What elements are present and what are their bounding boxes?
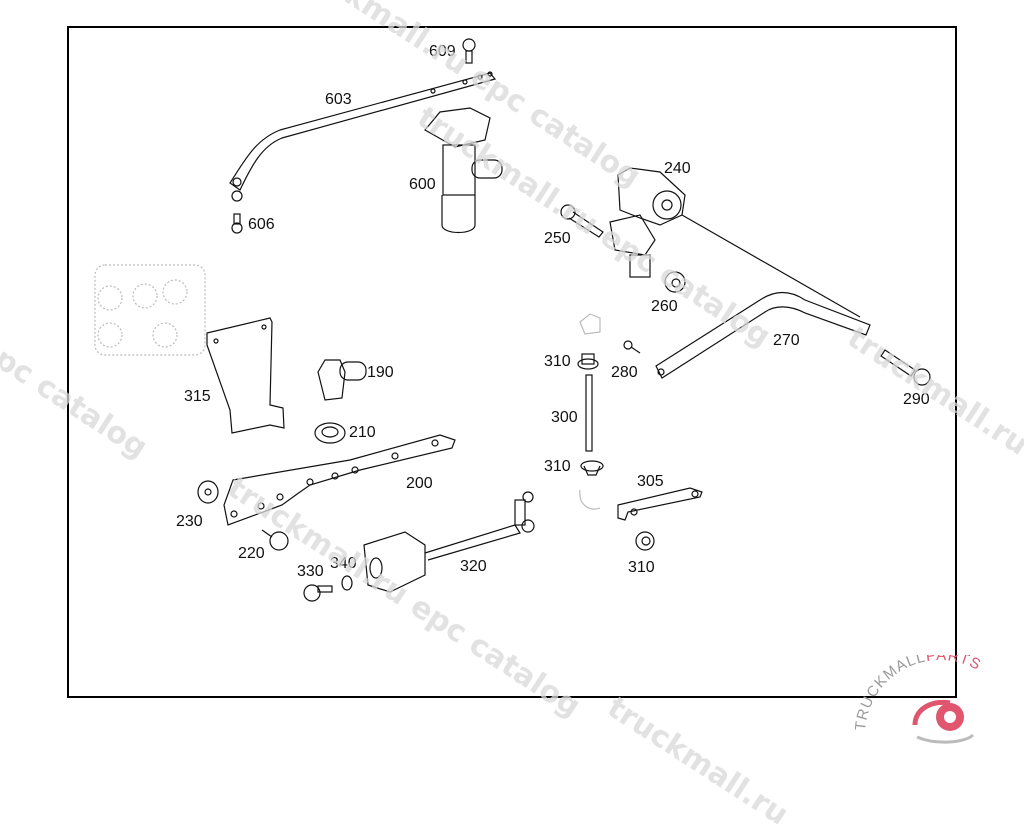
part-260-nut[interactable] bbox=[664, 271, 686, 293]
part-305-bracket[interactable] bbox=[617, 487, 703, 521]
label-200: 200 bbox=[406, 475, 433, 492]
part-310-nut-lower[interactable] bbox=[635, 531, 655, 551]
part-220-bolt[interactable] bbox=[261, 529, 289, 551]
part-200-support-bracket[interactable] bbox=[223, 434, 456, 526]
label-290: 290 bbox=[903, 391, 930, 408]
part-606-ball-stud[interactable] bbox=[231, 190, 243, 234]
label-300: 300 bbox=[551, 409, 578, 426]
label-190: 190 bbox=[367, 364, 394, 381]
part-290-bolt[interactable] bbox=[880, 349, 931, 386]
label-310-lower: 310 bbox=[628, 559, 655, 576]
label-603: 603 bbox=[325, 91, 352, 108]
label-310-middle: 310 bbox=[544, 458, 571, 475]
part-210-nut[interactable] bbox=[314, 422, 346, 444]
label-305: 305 bbox=[637, 473, 664, 490]
label-270: 270 bbox=[773, 332, 800, 349]
part-300-threaded-rod[interactable] bbox=[585, 374, 593, 452]
part-ghost-valve-block bbox=[94, 264, 206, 356]
callout-labels: 609 603 600 606 240 250 260 270 290 280 … bbox=[176, 43, 930, 580]
label-260: 260 bbox=[651, 298, 678, 315]
part-603-lever-arm[interactable] bbox=[229, 71, 497, 191]
label-600: 600 bbox=[409, 176, 436, 193]
gear-icon bbox=[912, 699, 975, 744]
diagram-frame bbox=[67, 26, 957, 698]
svg-text:TRUCKMALLPARTS: TRUCKMALLPARTS bbox=[855, 655, 984, 732]
part-600-valve[interactable] bbox=[424, 107, 503, 234]
label-280: 280 bbox=[611, 364, 638, 381]
label-320: 320 bbox=[460, 558, 487, 575]
label-606: 606 bbox=[248, 216, 275, 233]
parts-drawing: 609 603 600 606 240 250 260 270 290 280 … bbox=[94, 38, 931, 602]
part-280-screw[interactable] bbox=[623, 340, 641, 354]
label-315: 315 bbox=[184, 388, 211, 405]
part-240-valve-body[interactable] bbox=[609, 167, 686, 278]
part-250-bolt[interactable] bbox=[560, 204, 604, 238]
part-330-bolt[interactable] bbox=[303, 584, 333, 602]
label-240: 240 bbox=[664, 160, 691, 177]
part-310-nut-upper[interactable] bbox=[577, 313, 601, 370]
label-310-upper: 310 bbox=[544, 353, 571, 370]
part-340-washer[interactable] bbox=[341, 575, 353, 591]
label-230: 230 bbox=[176, 513, 203, 530]
logo-text-accent: PARTS bbox=[925, 655, 984, 674]
part-230-bushing[interactable] bbox=[197, 480, 219, 504]
label-340: 340 bbox=[330, 555, 357, 572]
part-609-bolt[interactable] bbox=[462, 38, 476, 64]
part-315-mounting-bracket[interactable] bbox=[206, 317, 285, 434]
label-330: 330 bbox=[297, 563, 324, 580]
part-190-connector[interactable] bbox=[317, 359, 367, 401]
truckmallparts-logo: TRUCKMALLPARTS bbox=[855, 655, 984, 744]
label-220: 220 bbox=[238, 545, 265, 562]
label-609: 609 bbox=[429, 43, 456, 60]
label-250: 250 bbox=[544, 230, 571, 247]
part-310-nut-middle[interactable] bbox=[579, 460, 604, 510]
part-270-linkage-arm[interactable] bbox=[655, 214, 871, 379]
part-320-height-sensor[interactable] bbox=[363, 491, 535, 593]
label-210: 210 bbox=[349, 424, 376, 441]
